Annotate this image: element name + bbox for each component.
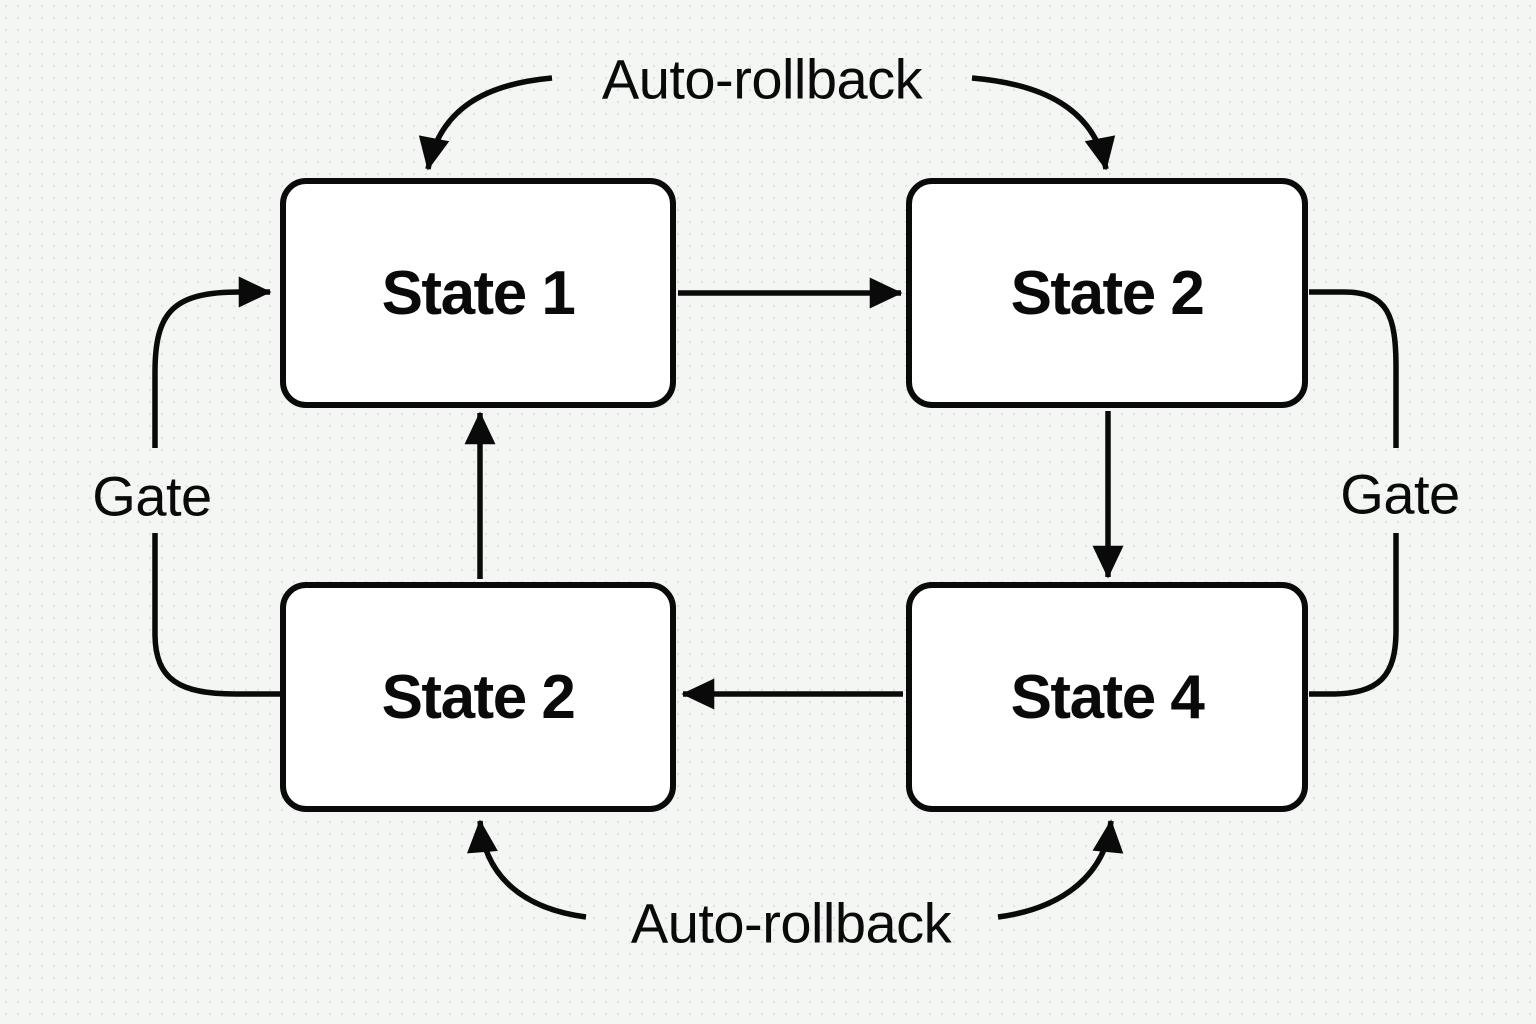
node-label: State 2 bbox=[1010, 258, 1205, 328]
node-label: State 4 bbox=[1010, 662, 1205, 732]
label-auto-rollback-bottom: Auto-rollback bbox=[630, 891, 952, 955]
edge-gate-left-lower bbox=[152, 533, 281, 697]
edge-gate-left-upper bbox=[152, 276, 272, 448]
node-state-2-top: State 2 bbox=[906, 178, 1308, 408]
edge-autorollback-top-right-arrow bbox=[971, 75, 1116, 171]
edge-autorollback-bottom-right-arrow bbox=[997, 819, 1124, 920]
node-state-4: State 4 bbox=[906, 582, 1308, 812]
node-label: State 1 bbox=[381, 258, 576, 328]
edge-gate-right-upper bbox=[1309, 289, 1399, 448]
node-label: State 2 bbox=[381, 662, 576, 732]
node-state-2-bottom: State 2 bbox=[280, 582, 676, 812]
edge-autorollback-top-left-arrow bbox=[418, 75, 553, 171]
node-state-1: State 1 bbox=[280, 178, 676, 408]
label-gate-left: Gate bbox=[92, 464, 212, 528]
label-auto-rollback-top: Auto-rollback bbox=[601, 47, 923, 111]
edge-gate-right-lower bbox=[1309, 533, 1399, 697]
label-gate-right: Gate bbox=[1340, 462, 1460, 526]
edge-autorollback-bottom-left-arrow bbox=[467, 819, 587, 920]
